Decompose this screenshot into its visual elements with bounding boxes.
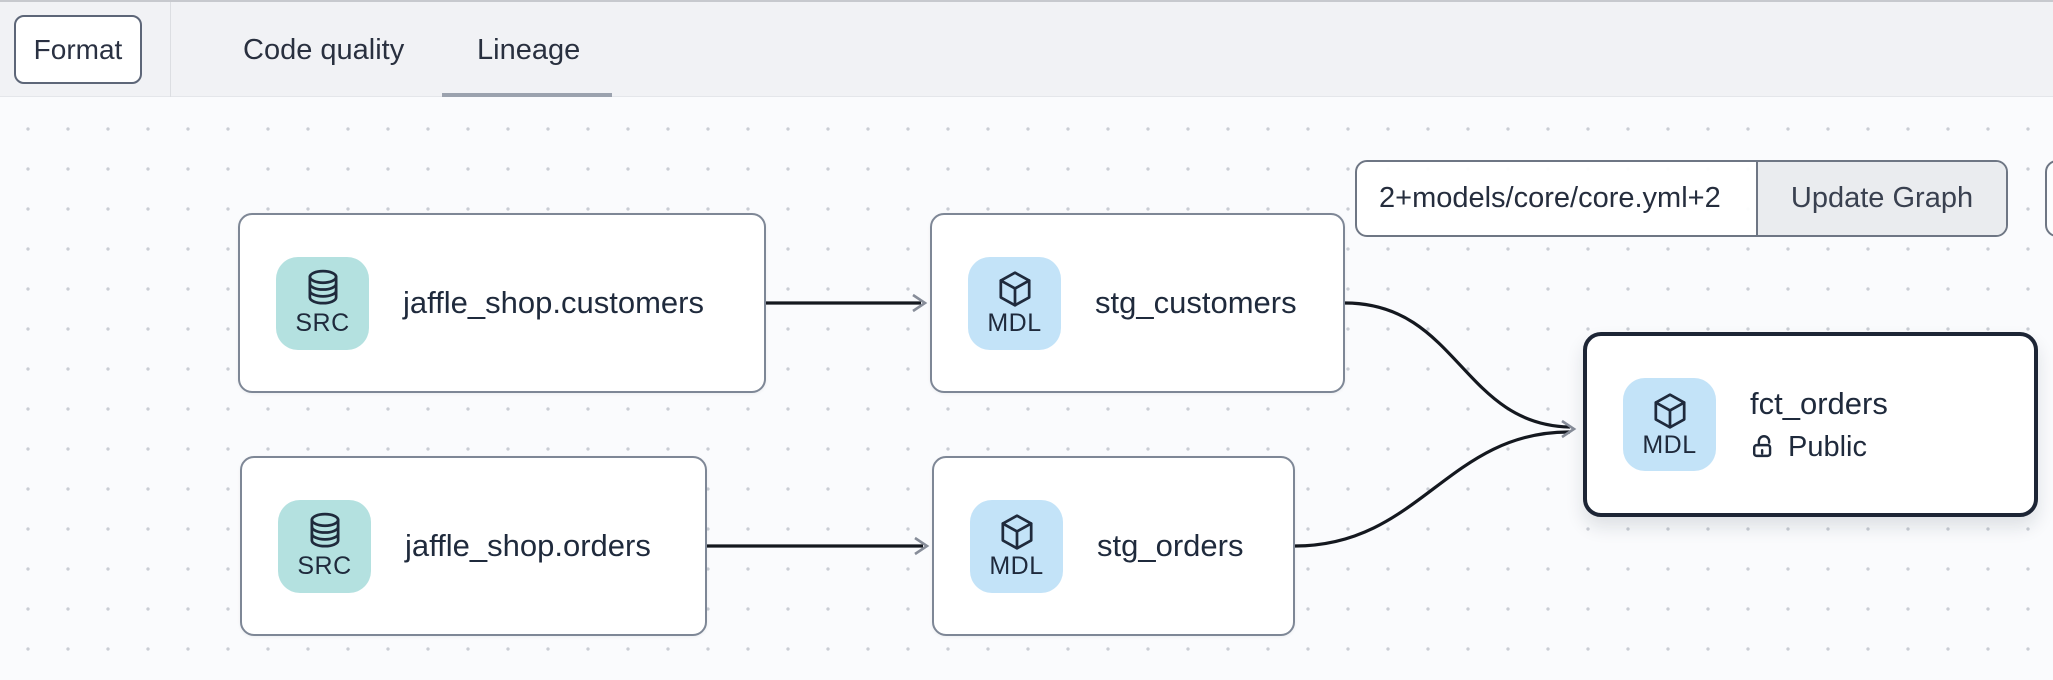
active-tab-underline: [442, 93, 612, 99]
database-icon: [308, 269, 337, 305]
node-access: Public: [1750, 431, 1888, 464]
node-title: fct_orders: [1750, 385, 1888, 421]
node-fct-orders[interactable]: MDL fct_orders Public: [1583, 332, 2038, 517]
unlock-icon: [1752, 435, 1772, 458]
graph-filter-group: Update Graph: [1355, 160, 2008, 237]
cube-icon: [998, 271, 1031, 307]
node-jaffle-shop-orders[interactable]: SRC jaffle_shop.orders: [240, 456, 707, 636]
toolbar-partial-button[interactable]: [2045, 160, 2053, 237]
toolbar: Format Code quality Lineage: [0, 0, 2053, 99]
badge-label: SRC: [295, 309, 350, 337]
badge-label: MDL: [989, 552, 1044, 580]
badge-label: SRC: [297, 552, 352, 580]
source-badge: SRC: [276, 256, 369, 350]
cube-icon: [1653, 392, 1686, 429]
node-stg-orders[interactable]: MDL stg_orders: [932, 456, 1295, 636]
node-title: stg_customers: [1095, 285, 1297, 320]
update-graph-button[interactable]: Update Graph: [1756, 162, 2006, 235]
format-button[interactable]: Format: [14, 15, 142, 84]
model-badge: MDL: [970, 499, 1063, 593]
access-label: Public: [1788, 430, 1867, 463]
badge-label: MDL: [987, 309, 1042, 337]
tab-lineage[interactable]: Lineage: [477, 2, 580, 98]
selector-input[interactable]: [1357, 162, 1756, 235]
model-badge: MDL: [1623, 378, 1716, 471]
node-text: fct_orders Public: [1750, 386, 1888, 464]
node-title: jaffle_shop.customers: [403, 285, 704, 320]
node-jaffle-shop-customers[interactable]: SRC jaffle_shop.customers: [238, 213, 766, 393]
tab-code-quality[interactable]: Code quality: [243, 2, 404, 98]
toolbar-divider: [170, 2, 171, 98]
node-title: stg_orders: [1097, 528, 1244, 563]
badge-label: MDL: [1642, 430, 1697, 459]
node-title: jaffle_shop.orders: [405, 528, 651, 563]
cube-icon: [1000, 514, 1033, 550]
model-badge: MDL: [968, 256, 1061, 350]
database-icon: [310, 512, 339, 548]
node-stg-customers[interactable]: MDL stg_customers: [930, 213, 1345, 393]
source-badge: SRC: [278, 499, 371, 593]
